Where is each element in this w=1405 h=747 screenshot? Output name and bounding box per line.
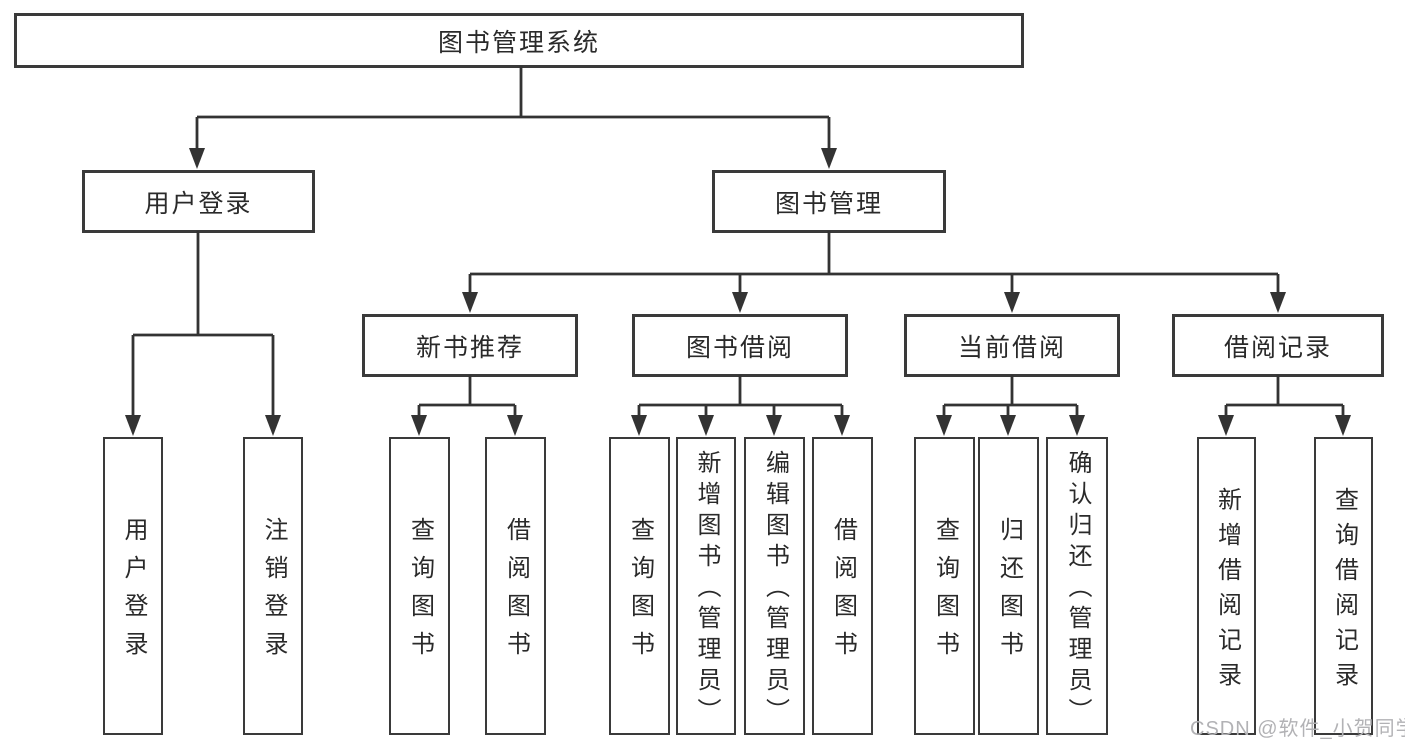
- node-label: 图书管理系统: [437, 28, 600, 57]
- node-book-borrow: 图书借阅: [632, 314, 848, 377]
- connector-new-book-recommend-children: [411, 375, 523, 436]
- node-add-borrow-record: 新增借阅记录: [1197, 437, 1256, 735]
- arrowhead: [1069, 415, 1085, 436]
- node-label: 归还图书: [995, 517, 1023, 669]
- node-label: 图书借阅: [685, 333, 794, 362]
- arrowhead: [265, 415, 281, 436]
- node-logout: 注销登录: [243, 437, 303, 735]
- node-label: 查询图书: [931, 517, 959, 669]
- node-label: 确认归还（管理员）: [1064, 450, 1091, 729]
- connector-borrow-records-children: [1218, 375, 1351, 436]
- node-label: 新书推荐: [415, 333, 524, 362]
- node-system-root: 图书管理系统: [14, 13, 1024, 68]
- node-borrow-books-leaf: 借阅图书: [812, 437, 873, 735]
- node-label: 借阅图书: [829, 517, 857, 669]
- arrowhead: [631, 415, 647, 436]
- node-book-management: 图书管理: [712, 170, 946, 233]
- connector-root-to-level2: [189, 66, 837, 169]
- arrowhead: [936, 415, 952, 436]
- node-add-book-admin: 新增图书（管理员）: [676, 437, 736, 735]
- node-borrow-books-recommend: 借阅图书: [485, 437, 546, 735]
- node-confirm-return-admin: 确认归还（管理员）: [1046, 437, 1108, 735]
- arrowhead: [189, 148, 205, 169]
- node-label: 查询借阅记录: [1330, 486, 1358, 697]
- connector-user-login-children: [125, 231, 281, 436]
- node-query-borrow-record: 查询借阅记录: [1314, 437, 1373, 735]
- node-borrow-records: 借阅记录: [1172, 314, 1384, 377]
- node-label: 编辑图书（管理员）: [761, 450, 789, 729]
- arrowhead: [1270, 292, 1286, 313]
- connector-book-management-children: [462, 231, 1286, 313]
- arrowhead: [821, 148, 837, 169]
- node-user-login: 用户登录: [82, 170, 315, 233]
- arrowhead: [1000, 415, 1016, 436]
- node-query-books-borrow: 查询图书: [609, 437, 670, 735]
- node-edit-book-admin: 编辑图书（管理员）: [744, 437, 805, 735]
- arrowhead: [834, 415, 850, 436]
- csdn-watermark: CSDN @软件_小贺同学: [1190, 718, 1405, 740]
- arrowhead: [1218, 415, 1234, 436]
- node-user-login-leaf: 用户登录: [103, 437, 163, 735]
- arrowhead: [698, 415, 714, 436]
- node-new-book-recommend: 新书推荐: [362, 314, 578, 377]
- arrowhead: [1004, 292, 1020, 313]
- node-label: 注销登录: [260, 517, 287, 669]
- node-return-book: 归还图书: [978, 437, 1039, 735]
- node-current-borrow: 当前借阅: [904, 314, 1120, 377]
- node-label: 新增借阅记录: [1213, 486, 1241, 697]
- arrowhead: [125, 415, 141, 436]
- arrowhead: [462, 292, 478, 313]
- node-label: 用户登录: [120, 517, 147, 669]
- connector-book-borrow-children: [631, 375, 850, 436]
- node-label: 用户登录: [144, 189, 253, 218]
- node-label: 图书管理: [774, 189, 883, 218]
- arrowhead: [766, 415, 782, 436]
- arrowhead: [732, 292, 748, 313]
- node-label: 当前借阅: [957, 333, 1066, 362]
- arrowhead: [1335, 415, 1351, 436]
- arrowhead: [411, 415, 427, 436]
- node-label: 查询图书: [626, 517, 654, 669]
- node-label: 新增图书（管理员）: [693, 450, 720, 729]
- node-query-books-recommend: 查询图书: [389, 437, 450, 735]
- node-label: 借阅记录: [1223, 333, 1332, 362]
- node-query-books-current: 查询图书: [914, 437, 975, 735]
- arrowhead: [507, 415, 523, 436]
- node-label: 借阅图书: [502, 517, 530, 669]
- node-label: 查询图书: [406, 517, 434, 669]
- connector-current-borrow-children: [936, 375, 1085, 436]
